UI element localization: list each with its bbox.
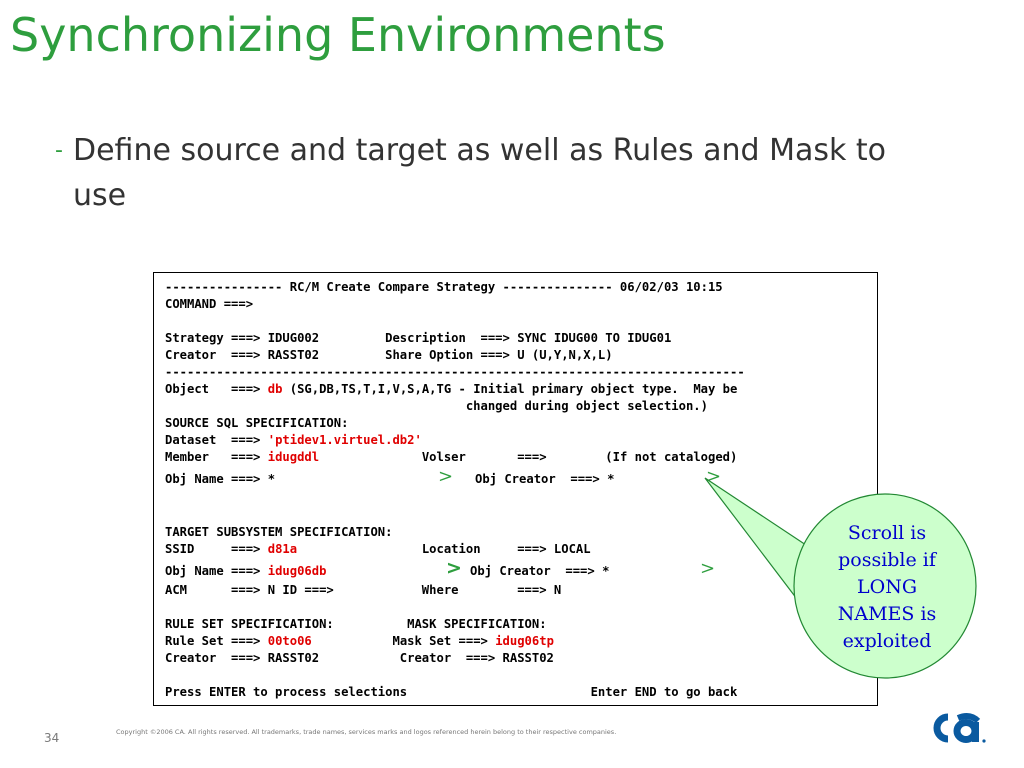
object-label: Object ===> <box>165 382 268 396</box>
separator-line: ----------------------------------------… <box>165 365 745 379</box>
target-objname-label: Obj Name ===> <box>165 564 268 578</box>
volser-field: Volser ===> (If not cataloged) <box>319 450 738 464</box>
ssid-value: d81a <box>267 542 298 556</box>
screen-header: ---------------- RC/M Create Compare Str… <box>165 280 723 294</box>
object-hint: (SG,DB,TS,T,I,V,S,A,TG - Initial primary… <box>282 382 738 396</box>
bullet-text: Define source and target as well as Rule… <box>73 133 887 213</box>
member-label: Member ===> <box>165 450 268 464</box>
dataset-value: 'ptidev1.virtuel.db2' <box>267 433 422 447</box>
command-line: COMMAND ===> <box>165 297 254 311</box>
source-objcreator: Obj Creator ===> * <box>475 472 615 486</box>
member-value: idugddl <box>267 450 320 464</box>
page-number: 34 <box>44 731 60 745</box>
dataset-label: Dataset ===> <box>165 433 268 447</box>
copyright-notice: Copyright ©2006 CA. All rights reserved.… <box>116 728 617 736</box>
creator-line: Creator ===> RASST02 Share Option ===> U… <box>165 348 613 362</box>
callout-text: Scroll is possible if LONG NAMES is expl… <box>808 520 966 655</box>
maskset-label: Mask Set ===> <box>311 634 496 648</box>
rule-mask-heading: RULE SET SPECIFICATION: MASK SPECIFICATI… <box>165 617 547 631</box>
callout-line: Scroll is <box>847 522 927 544</box>
callout-line: NAMES is <box>837 603 937 625</box>
object-line: Object ===> db (SG,DB,TS,T,I,V,S,A,TG - … <box>165 381 737 397</box>
ruleset-label: Rule Set ===> <box>165 634 268 648</box>
ca-logo-dot <box>982 739 986 743</box>
ruleset-line: Rule Set ===> 00to06 Mask Set ===> idug0… <box>165 633 554 649</box>
scroll-arrow-icon: > <box>446 557 462 579</box>
ssid-line: SSID ===> d81a Location ===> LOCAL <box>165 541 591 557</box>
bullet-point: - Define source and target as well as Ru… <box>55 128 895 218</box>
ruleset-value: 00to06 <box>267 634 312 648</box>
callout-line: exploited <box>842 630 932 652</box>
creator-line-2: Creator ===> RASST02 Creator ===> RASST0… <box>165 651 554 665</box>
dataset-line: Dataset ===> 'ptidev1.virtuel.db2' <box>165 432 422 448</box>
slide-title: Synchronizing Environments <box>10 8 666 62</box>
scroll-arrow-icon: > <box>706 466 722 487</box>
acm-line: ACM ===> N ID ===> Where ===> N <box>165 583 562 597</box>
source-objname: Obj Name ===> * <box>165 472 276 486</box>
scroll-arrow-icon: > <box>700 558 716 579</box>
screen-footer: Press ENTER to process selections Enter … <box>165 685 738 699</box>
ca-logo-a-top <box>956 713 981 724</box>
location-field: Location ===> LOCAL <box>297 542 591 556</box>
member-line: Member ===> idugddl Volser ===> (If not … <box>165 449 737 465</box>
target-heading: TARGET SUBSYSTEM SPECIFICATION: <box>165 525 393 539</box>
callout-line: possible if <box>838 549 936 571</box>
terminal-screen: ---------------- RC/M Create Compare Str… <box>153 272 878 706</box>
bullet-marker: - <box>55 138 63 163</box>
object-value: db <box>267 382 283 396</box>
ca-logo-a-stem <box>972 722 979 742</box>
strategy-line: Strategy ===> IDUG002 Description ===> S… <box>165 331 672 345</box>
target-objcreator: Obj Creator ===> * <box>470 564 610 578</box>
target-objname: Obj Name ===> idug06db <box>165 563 326 579</box>
target-objname-value: idug06db <box>267 564 327 578</box>
source-heading: SOURCE SQL SPECIFICATION: <box>165 416 349 430</box>
ca-logo-c <box>933 713 949 743</box>
maskset-value: idug06tp <box>495 634 554 648</box>
ca-logo <box>933 713 986 743</box>
ssid-label: SSID ===> <box>165 542 268 556</box>
scroll-arrow-icon: > <box>438 466 454 487</box>
callout-line: LONG <box>857 576 917 598</box>
object-hint-continued: changed during object selection.) <box>165 399 708 413</box>
